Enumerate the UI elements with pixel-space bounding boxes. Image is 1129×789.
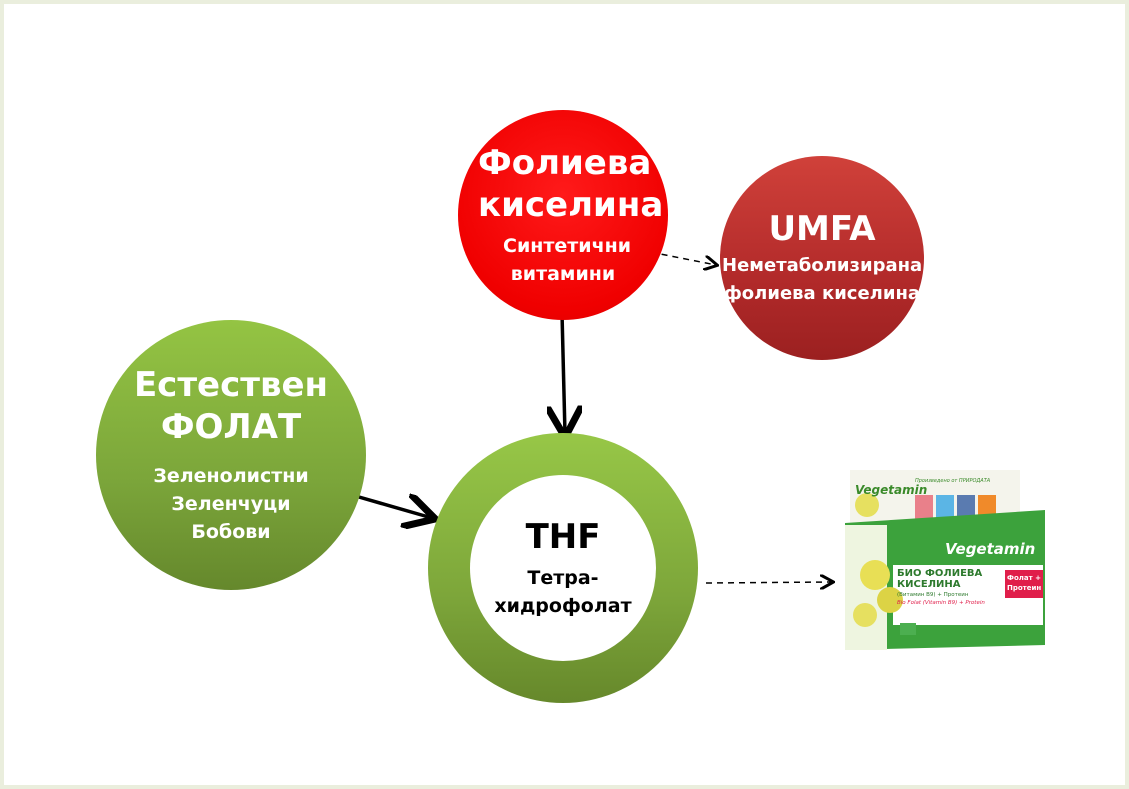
natural-title-1: Естествен <box>133 365 329 405</box>
natural-sub-2: Зеленчуци <box>171 493 291 515</box>
product-name-1: БИО ФОЛИЕВА <box>897 568 983 579</box>
folic-acid-circle: Фолиева киселина Синтетични витамини <box>458 110 668 320</box>
arrow-natural-to-thf <box>351 493 432 518</box>
product-brand-top: Vegetamin <box>855 483 928 497</box>
folic-title: Фолиева киселина <box>478 143 664 225</box>
arrow-thf-to-product <box>705 582 832 583</box>
natural-sub-1: Зеленолистни <box>153 465 309 487</box>
folic-sub: Синтетични витамини <box>503 235 632 285</box>
thf-sub-1: Тетра- <box>527 567 599 589</box>
umfa-title: UMFA <box>768 209 876 249</box>
umfa-circle: UMFA Неметаболизирана фолиева киселина <box>720 156 924 360</box>
umfa-sub: Неметаболизирана фолиева киселина <box>722 255 923 304</box>
product-name-2: КИСЕЛИНА <box>897 579 961 590</box>
thf-ring: THF Тетра- хидрофолат <box>428 433 698 703</box>
natural-title-2: ФОЛАТ <box>160 407 302 447</box>
product-brand: Vegetamin <box>945 540 1036 558</box>
product-box-image: Vegetamin Произведено от ПРИРОДАТА Veget… <box>845 465 1045 660</box>
thf-sub-2: хидрофолат <box>494 595 632 617</box>
thf-center: THF Тетра- хидрофолат <box>470 475 656 661</box>
arrow-folic-to-thf <box>562 312 565 434</box>
product-badge: Фолат + Протеин <box>1007 574 1042 592</box>
product-line-en: Bio Folat (Vitamin B9) + Protein <box>897 600 985 606</box>
natural-sub-3: Бобови <box>191 521 271 543</box>
product-line-bg: (Витамин В9) + Протеин <box>897 592 969 598</box>
thf-title: THF <box>525 517 601 557</box>
product-tagline: Произведено от ПРИРОДАТА <box>915 478 991 484</box>
natural-folate-circle: Естествен ФОЛАТ Зеленолистни Зеленчуци Б… <box>96 320 366 590</box>
